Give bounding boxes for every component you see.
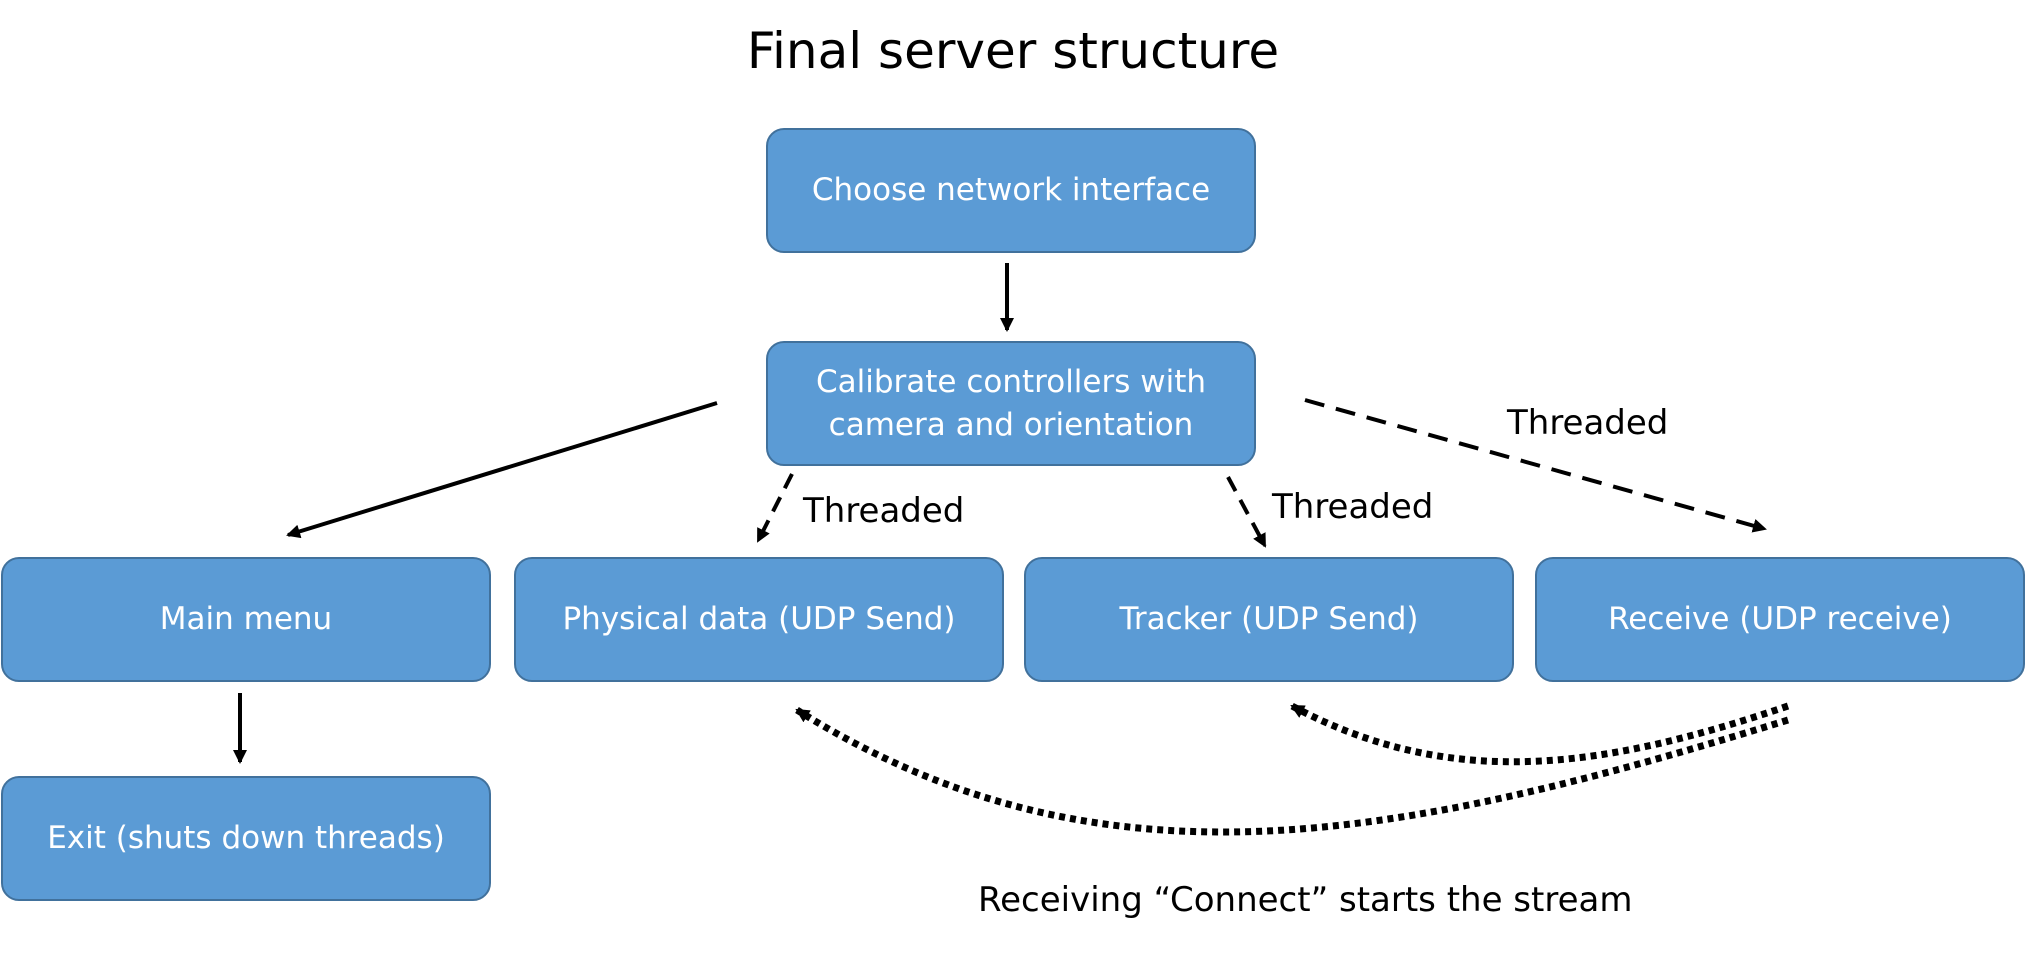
node-receive: Receive (UDP receive) — [1535, 557, 2025, 682]
node-physical-data-label: Physical data (UDP Send) — [562, 601, 956, 638]
node-tracker: Tracker (UDP Send) — [1024, 557, 1514, 682]
edge-label-threaded-receive: Threaded — [1507, 403, 1669, 443]
arrow-calibrate-to-physical-data — [756, 473, 794, 543]
diagram-title: Final server structure — [746, 22, 1280, 80]
arrow-calibrate-to-main-menu — [286, 401, 718, 539]
arrow-calibrate-to-tracker — [1226, 476, 1267, 548]
arrow-receive-to-tracker — [1290, 702, 1790, 766]
edge-label-threaded-tracker: Threaded — [1272, 487, 1434, 527]
node-calibrate-controllers-label-line2: camera and orientation — [828, 406, 1194, 443]
node-exit: Exit (shuts down threads) — [1, 776, 491, 901]
node-calibrate-controllers: Calibrate controllers with camera and or… — [766, 341, 1256, 466]
node-choose-network-interface: Choose network interface — [766, 128, 1256, 253]
edge-label-connect-note: Receiving “Connect” starts the stream — [978, 880, 1633, 920]
node-exit-label: Exit (shuts down threads) — [47, 820, 445, 857]
node-main-menu: Main menu — [1, 557, 491, 682]
arrow-receive-to-physical-data — [795, 707, 1790, 836]
node-tracker-label: Tracker (UDP Send) — [1119, 601, 1419, 638]
node-calibrate-controllers-label-line1: Calibrate controllers with — [815, 363, 1207, 400]
node-physical-data: Physical data (UDP Send) — [514, 557, 1004, 682]
node-main-menu-label: Main menu — [159, 601, 333, 638]
node-receive-label: Receive (UDP receive) — [1608, 601, 1952, 638]
arrow-calibrate-to-receive — [1304, 398, 1767, 533]
node-choose-network-interface-label: Choose network interface — [811, 172, 1211, 209]
edge-label-threaded-physical: Threaded — [803, 491, 965, 531]
